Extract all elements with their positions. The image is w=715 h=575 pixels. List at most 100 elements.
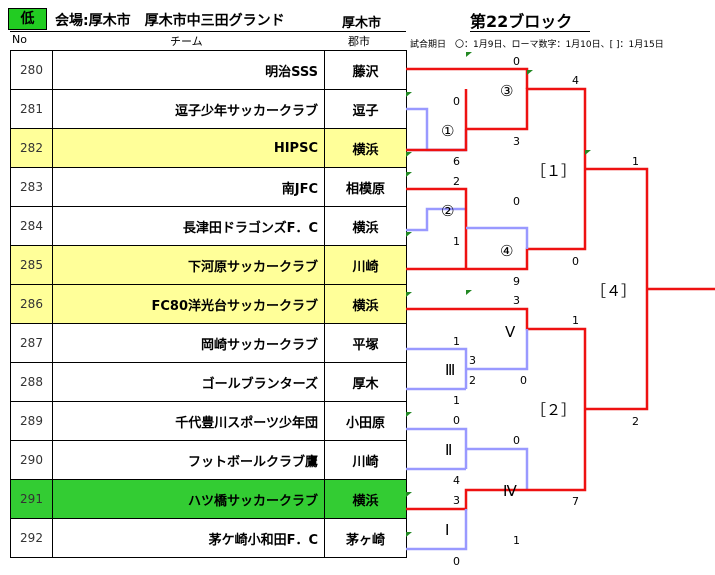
column-header-no: No [12, 33, 27, 46]
score-r3-287: 1 [453, 335, 460, 348]
match-label-b1: ［１］ [531, 162, 576, 180]
flag-marker [527, 70, 533, 75]
column-header-team: チーム [170, 35, 203, 48]
header-divider [10, 31, 406, 32]
score-b4-top: 1 [632, 155, 639, 168]
flag-marker [406, 532, 412, 537]
team-name: フットボールクラブ鷹 [52, 440, 325, 480]
bracket-line-m3-winner [466, 87, 587, 169]
score-b1-bottom: 0 [572, 255, 579, 268]
title-underline [470, 31, 590, 32]
flag-marker [406, 492, 412, 497]
flag-marker [406, 92, 412, 97]
score-m3-m1: 3 [513, 135, 520, 148]
team-number: 281 [10, 89, 53, 129]
match-label-r1: Ⅰ [445, 521, 449, 539]
column-header-city: 郡市 [348, 35, 370, 48]
bracket-line-m2-winner [406, 187, 468, 269]
team-number: 282 [10, 128, 53, 168]
score-r5-bottom: 0 [520, 374, 527, 387]
flag-markers [406, 52, 591, 537]
team-city: 藤沢 [324, 50, 407, 90]
match-label-r3: Ⅲ [445, 361, 455, 379]
score-r2-290: 4 [453, 474, 460, 487]
match-label-r2: Ⅱ [445, 441, 452, 459]
match-label-r4: Ⅳ [503, 482, 517, 500]
team-city: 小田原 [324, 401, 407, 441]
flag-marker [406, 152, 412, 157]
bracket-line-m4-top [466, 226, 529, 249]
score-m1-281: 0 [453, 95, 460, 108]
team-city: 川崎 [324, 440, 407, 480]
match-labels: ③ ① ② ④ ［１］ ［４］ Ⅴ Ⅲ ［２］ Ⅱ Ⅳ Ⅰ [441, 82, 636, 539]
bracket-line-r5-bottom [466, 329, 529, 371]
team-city: 横浜 [324, 128, 407, 168]
bracket-line-r2-top [406, 427, 468, 469]
flag-marker [466, 52, 472, 57]
bracket-line-291 [406, 409, 587, 511]
score-m4-285: 9 [513, 275, 520, 288]
flag-marker [585, 150, 591, 155]
match-label-b4: ［４］ [591, 282, 636, 300]
team-city: 平塚 [324, 323, 407, 363]
flag-marker [406, 292, 412, 297]
score-r3-288b: 1 [453, 394, 460, 407]
score-m3-280: 0 [513, 55, 520, 68]
bracket-line-m1-top [406, 107, 468, 152]
team-name: 茅ケ崎小和田F．C [52, 518, 325, 558]
block-title: 第22ブロック [470, 12, 573, 31]
team-name: 逗子少年サッカークラブ [52, 89, 325, 129]
score-r1-292: 0 [453, 555, 460, 568]
team-city: 逗子 [324, 89, 407, 129]
match-label-m1: ① [441, 122, 454, 140]
team-name: 南JFC [52, 167, 325, 207]
bracket-line-280 [406, 67, 529, 89]
bracket-line-285 [406, 169, 587, 271]
team-number: 291 [10, 479, 53, 519]
score-b2-top: 1 [572, 314, 579, 327]
schedule-legend: 試合期日 〇：1月9日、ローマ数字：1月10日、[ ]：1月15日 [410, 40, 664, 50]
score-labels: 0 0 6 3 4 2 1 0 9 0 1 3 0 1 1 2 1 3 0 4 … [453, 55, 639, 568]
score-b2-bottom: 7 [572, 495, 579, 508]
match-label-m4: ④ [500, 242, 513, 260]
bracket-line-m2-bottom [406, 207, 466, 232]
score-b1-top: 4 [572, 74, 579, 87]
bracket-line-r1-bottom [406, 509, 468, 551]
score-m1-282: 6 [453, 155, 460, 168]
team-number: 285 [10, 245, 53, 285]
score-r3-winner: 3 [469, 354, 476, 367]
score-r4-top: 0 [513, 434, 520, 447]
bracket-line-r3-top [406, 347, 468, 389]
team-name: ゴールブランターズ [52, 362, 325, 402]
bracket-line-b1-winner [585, 167, 649, 289]
score-m4-top: 0 [513, 195, 520, 208]
flag-marker [406, 232, 412, 237]
level-badge: 低 [8, 8, 47, 30]
team-city: 相模原 [324, 167, 407, 207]
bracket-line-b2-winner [585, 289, 649, 411]
score-r3-288: 2 [469, 374, 476, 387]
team-name: 千代豊川スポーツ少年団 [52, 401, 325, 441]
score-b4-bottom: 2 [632, 415, 639, 428]
score-m2-284: 1 [453, 235, 460, 248]
score-r5-286: 3 [513, 294, 520, 307]
team-city: 横浜 [324, 284, 407, 324]
team-number: 283 [10, 167, 53, 207]
team-name: 下河原サッカークラブ [52, 245, 325, 285]
score-m2-283: 2 [453, 175, 460, 188]
bracket-lines [406, 67, 715, 551]
score-r4-bottom: 1 [513, 534, 520, 547]
venue-title: 会場:厚木市 厚木市中三田グランド [55, 13, 285, 29]
team-city: 茅ヶ崎 [324, 518, 407, 558]
